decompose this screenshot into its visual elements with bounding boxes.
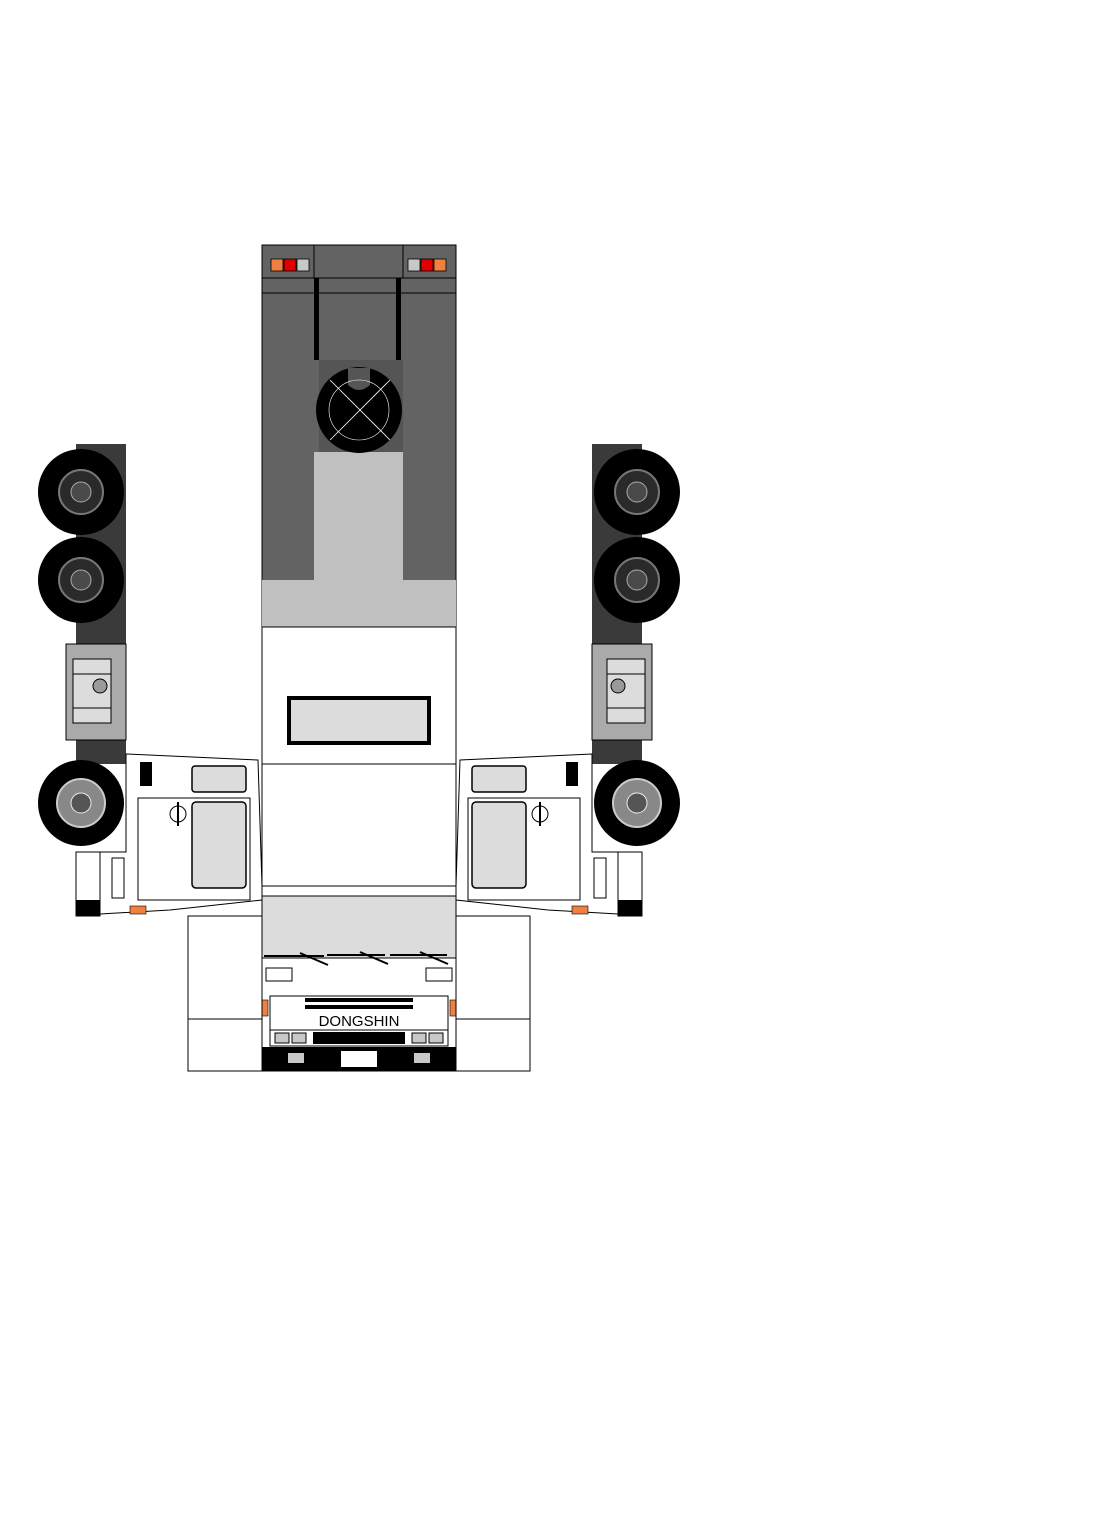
door-handle-icon <box>169 802 187 826</box>
fender-flap-right <box>455 915 531 1072</box>
tail-light-right <box>407 258 447 272</box>
wheel-icon <box>38 449 124 535</box>
fifth-wheel-coupling-icon <box>316 367 402 453</box>
cab-side-right <box>455 753 643 917</box>
fuel-tank-icon <box>591 643 653 741</box>
cab-front-panel: DONGSHIN <box>261 895 457 1072</box>
cab-roof-panel <box>261 626 457 765</box>
wheel-icon <box>594 537 680 623</box>
fender-flap-left <box>187 915 263 1072</box>
brand-logo-text: DONGSHIN <box>319 1013 400 1030</box>
cab-side-left <box>75 753 263 917</box>
wheel-icon <box>594 760 680 846</box>
tail-light-left <box>270 258 310 272</box>
wheel-icon <box>38 760 124 846</box>
wheel-icon <box>38 537 124 623</box>
chassis-top-panel <box>261 244 457 628</box>
cab-back-panel <box>261 763 457 897</box>
wheel-icon <box>594 449 680 535</box>
wiper-icon <box>264 951 449 966</box>
fuel-tank-icon <box>65 643 127 741</box>
door-handle-icon <box>531 802 549 826</box>
